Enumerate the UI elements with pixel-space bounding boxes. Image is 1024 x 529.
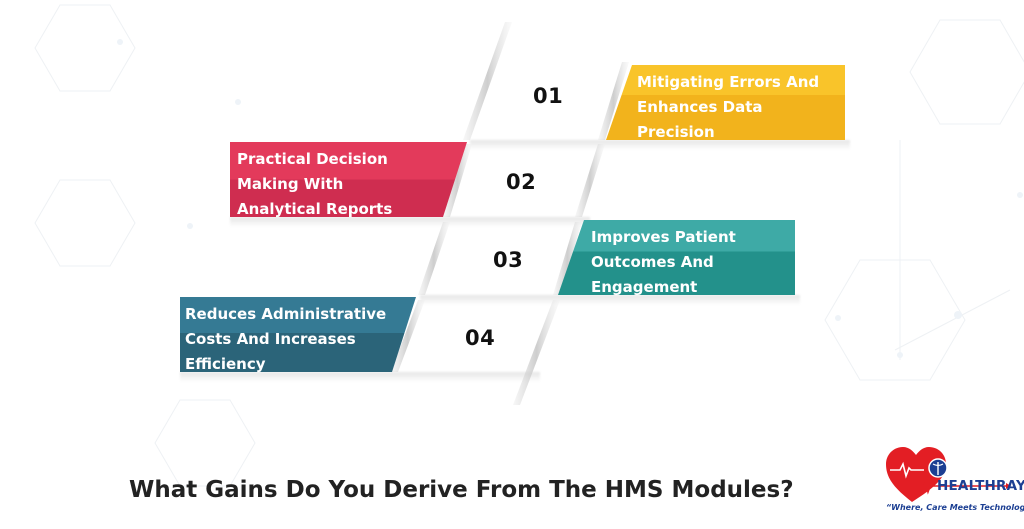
benefit-01-line-1: Mitigating Errors And bbox=[637, 73, 820, 91]
step-number-03: 03 bbox=[493, 248, 524, 272]
row-shadow-1 bbox=[470, 140, 850, 150]
logo-brand-name: HEALTHRAY bbox=[937, 478, 1024, 494]
step-number-02: 02 bbox=[506, 170, 537, 194]
logo-tagline: “Where, Care Meets Technology” bbox=[886, 503, 1024, 512]
benefit-04-line-2: Costs And Increases bbox=[185, 330, 356, 348]
benefit-card-02: Practical Decision Making With Analytica… bbox=[230, 142, 467, 217]
benefit-02-line-2: Making With bbox=[237, 175, 344, 193]
benefit-card-04: Reduces Administrative Costs And Increas… bbox=[180, 297, 416, 372]
row-shadow-3 bbox=[420, 295, 800, 305]
benefit-04-line-1: Reduces Administrative bbox=[185, 305, 387, 323]
benefit-card-03: Improves Patient Outcomes And Engagement bbox=[558, 220, 795, 295]
heartbeat-arrow-icon bbox=[914, 477, 1006, 495]
benefit-01-line-2: Enhances Data bbox=[637, 98, 763, 116]
benefit-02-line-1: Practical Decision bbox=[237, 150, 388, 168]
benefit-02-line-3: Analytical Reports bbox=[237, 200, 393, 218]
step-number-01: 01 bbox=[533, 84, 564, 108]
heart-icon bbox=[886, 447, 946, 502]
healthray-logo bbox=[886, 447, 1011, 502]
caduceus-icon bbox=[928, 458, 948, 478]
benefit-01-line-3: Precision bbox=[637, 123, 715, 141]
heartbeat-line-icon bbox=[890, 461, 924, 479]
benefit-03-line-1: Improves Patient bbox=[591, 228, 736, 246]
benefit-03-line-3: Engagement bbox=[591, 278, 698, 296]
page-title: What Gains Do You Derive From The HMS Mo… bbox=[129, 477, 794, 503]
benefit-03-line-2: Outcomes And bbox=[591, 253, 714, 271]
row-shadow-2 bbox=[230, 217, 590, 227]
step-number-04: 04 bbox=[465, 326, 496, 350]
benefit-04-line-3: Efficiency bbox=[185, 355, 266, 373]
row-shadow-4 bbox=[180, 372, 540, 382]
benefit-card-01: Mitigating Errors And Enhances Data Prec… bbox=[606, 65, 845, 140]
